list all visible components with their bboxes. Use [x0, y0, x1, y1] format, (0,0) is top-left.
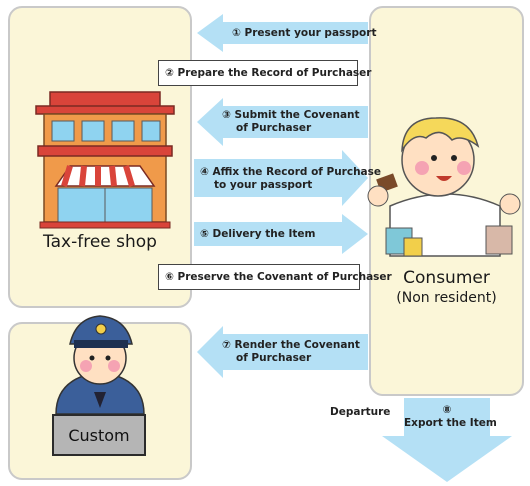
shop-label: Tax-free shop	[43, 232, 157, 252]
arrow-step-4	[194, 150, 368, 206]
step-2-note: ② Prepare the Record of Purchaser	[158, 60, 371, 86]
custom-sign: Custom	[52, 414, 146, 456]
customs-officer-icon	[55, 315, 145, 415]
arrow-step-5	[194, 214, 368, 254]
consumer-sublabel: (Non resident)	[396, 290, 497, 306]
step-1-label: ① Present your passport	[232, 27, 377, 39]
step-8-label: ⑧ Export the Item	[404, 404, 497, 429]
departure-label: Departure	[330, 406, 391, 418]
step-3-label: ③ Submit the Covenant of Purchaser	[222, 109, 360, 134]
step-7-label: ⑦ Render the Covenant of Purchaser	[222, 339, 360, 364]
arrow-step-7	[197, 326, 368, 378]
arrow-step-3	[197, 98, 368, 146]
shop-building-icon	[35, 91, 175, 229]
consumer-label: Consumer	[403, 268, 490, 288]
consumer-icon	[367, 117, 521, 257]
arrow-step-1	[197, 14, 368, 52]
step-4-label: ④ Affix the Record of Purchase to your p…	[200, 166, 382, 191]
arrow-step-8	[382, 398, 512, 482]
step-5-label: ⑤ Delivery the Item	[200, 228, 316, 240]
step-6-note: ⑥ Preserve the Covenant of Purchaser	[158, 264, 392, 290]
